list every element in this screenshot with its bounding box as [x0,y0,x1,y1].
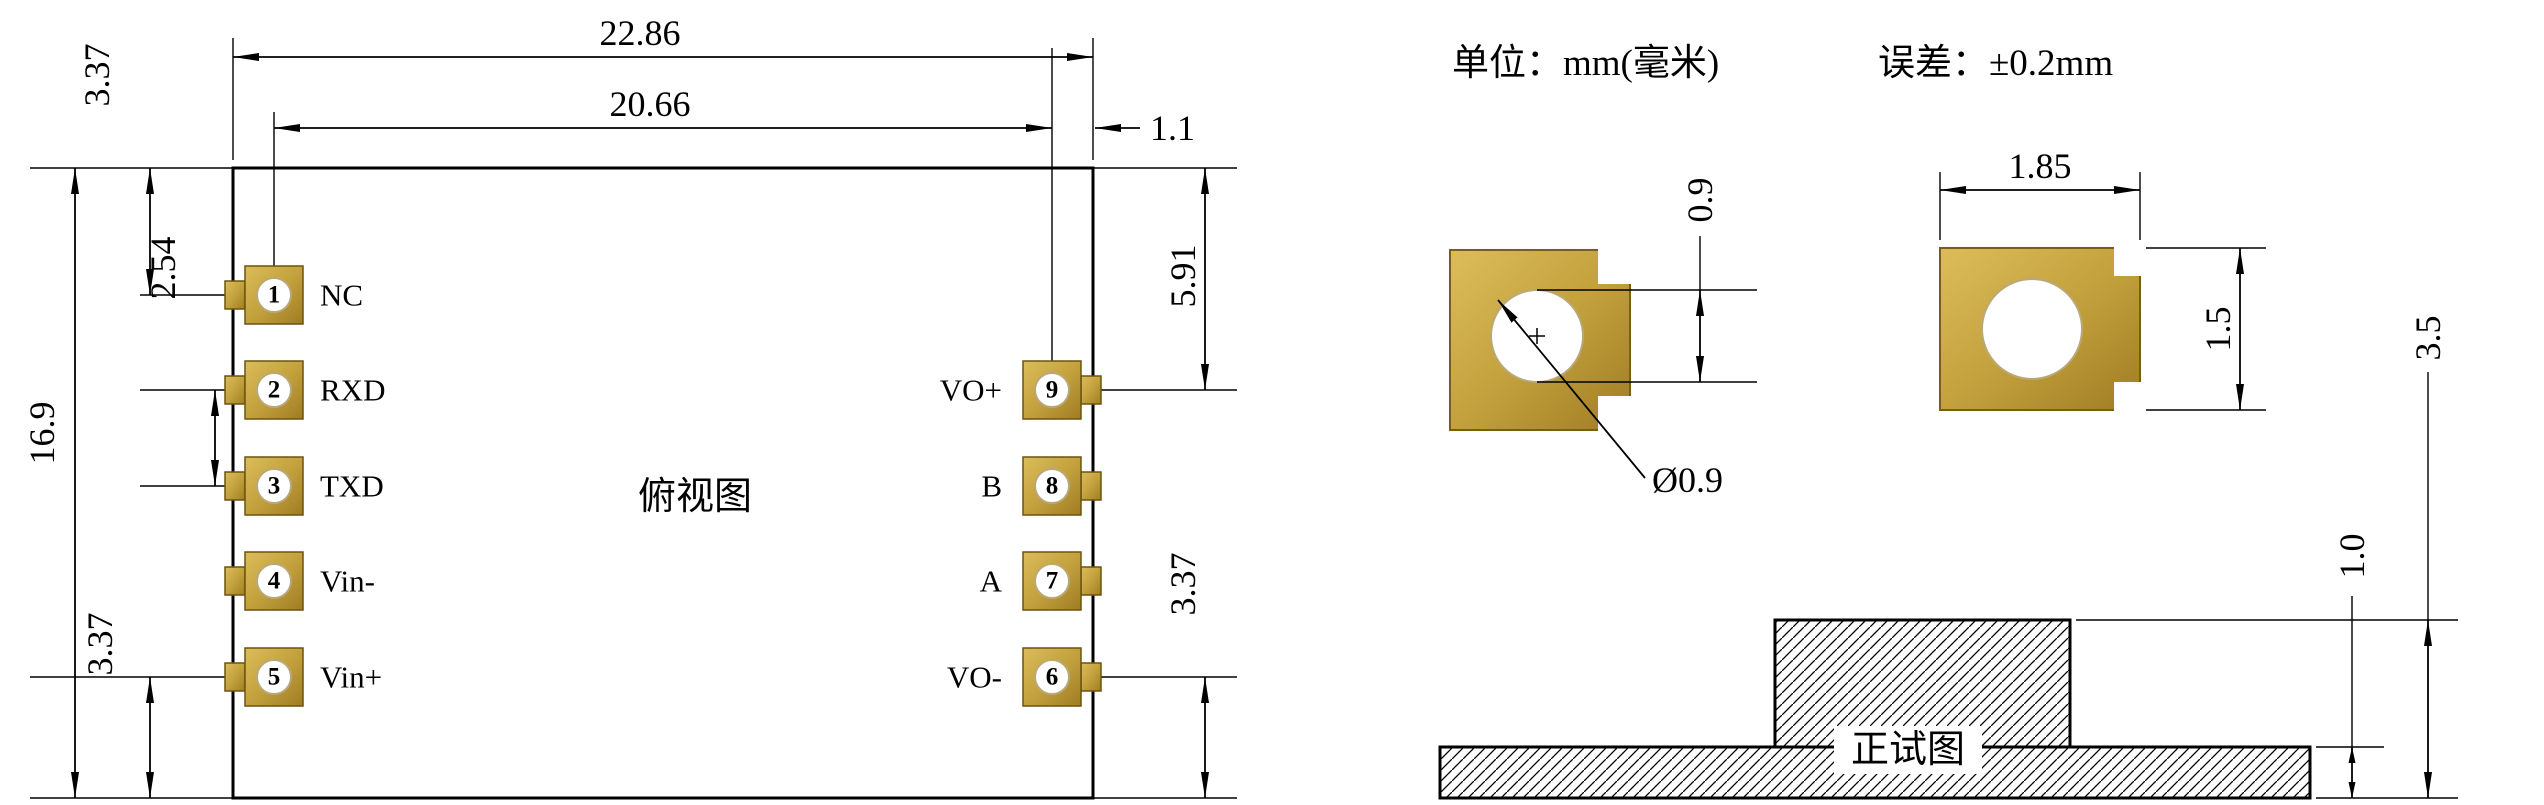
pin-7-label: A [980,564,1003,599]
dim-pin5-to-bottom-value: 3.37 [80,613,120,676]
dim-top-to-pin1-value: 3.37 [77,44,117,107]
dim-top-to-pin1: 3.37 [77,44,154,295]
pin-5-hole [256,659,292,695]
pin-5-castellation [224,662,246,692]
pin-6-label: VO- [947,660,1002,695]
pin-1-number: 1 [268,282,281,309]
pin-6-castellation [1080,662,1102,692]
side-view-title-background [1834,726,1982,774]
pin-2-hole [256,372,292,408]
pin-3-castellation [224,471,246,501]
pin-1-castellation [224,280,246,310]
side-view-title: 正试图 [1851,729,1965,771]
pin-3: 3 TXD [224,456,384,516]
pad-detail-size: 1.85 1.5 [1939,146,2266,412]
dim-pin6-to-bottom: 3.37 [1163,553,1209,798]
side-view-extension-lines [2076,372,2458,799]
dim-pin6-to-bottom-value: 3.37 [1163,553,1203,616]
pin-8: 8 B [981,456,1102,516]
dim-edge-offset-value: 1.1 [1150,108,1195,148]
dim-pin-span-value: 20.66 [610,84,691,124]
pin-4-hole [256,563,292,599]
pin-8-hole [1034,468,1070,504]
dim-hole-height: 0.9 [1680,178,1720,382]
dim-pad-width-value: 1.85 [2009,146,2072,186]
pin-4-number: 4 [268,568,281,595]
dim-base-thickness: 1.0 [2332,534,2372,798]
top-view-title: 俯视图 [638,476,752,518]
pad-size-extension-lines [1939,172,2266,411]
pin-4-label: Vin- [320,564,375,599]
pin-4: 4 Vin- [224,551,375,611]
dim-pin-pitch: 2.54 [143,237,219,486]
pin-1-pad [244,265,304,325]
detail-pad-2-notch-bottom [2114,382,2142,412]
pin-7: 7 A [980,551,1102,611]
dim-hole-height-value: 0.9 [1680,178,1720,223]
pin-1-label: NC [320,278,363,313]
pin-1-hole [256,277,292,313]
pin-8-number: 8 [1046,473,1059,500]
dim-overall-height-value: 16.9 [22,402,62,465]
module-outline [231,166,1095,800]
pin-8-label: B [981,469,1002,504]
pin-1: 1 NC [224,265,363,325]
pin-5: 5 Vin+ [224,647,382,707]
pin-2: 2 RXD [224,360,385,420]
pin-6-number: 6 [1046,664,1059,691]
pin-5-number: 5 [268,664,281,691]
pin-9: 9 VO+ [940,360,1102,420]
dim-top-to-pin9: 5.91 [1163,168,1209,390]
pin-6-hole [1034,659,1070,695]
pin-7-number: 7 [1046,568,1059,595]
pin-2-number: 2 [268,377,281,404]
pin-9-castellation [1080,375,1102,405]
dim-pad-width: 1.85 [1940,146,2140,194]
side-view: 正试图 3.5 1.0 [1438,316,2458,800]
pin-2-label: RXD [320,373,385,408]
dim-overall-height: 16.9 [22,168,79,798]
pin-3-number: 3 [268,473,281,500]
dim-pin-pitch-value: 2.54 [143,237,183,300]
dim-total-height-value: 3.5 [2408,316,2448,361]
dim-total-height: 3.5 [2408,316,2448,798]
hole-extension-lines [1537,236,1757,383]
side-view-block [1773,618,2072,749]
pad-detail-hole: 0.9 Ø0.9 [1449,178,1757,500]
dim-pin-column-span: 20.66 [274,84,1052,132]
pin-6: 6 VO- [947,647,1102,707]
pin-2-castellation [224,375,246,405]
dim-hole-diameter: Ø0.9 [1497,299,1723,500]
pin-3-label: TXD [320,469,384,504]
dim-base-thickness-value: 1.0 [2332,534,2372,579]
pin-9-number: 9 [1046,377,1059,404]
notes: 单位：mm(毫米) 误差：±0.2mm [1452,42,2113,84]
dim-hole-diameter-value: Ø0.9 [1652,460,1723,500]
detail-pad-1-notch-bottom [1598,396,1632,432]
dim-pad-height-value: 1.5 [2198,307,2238,352]
detail-pad-2-notch-top [2114,246,2142,276]
pin-3-hole [256,468,292,504]
pin-7-castellation [1080,566,1102,596]
pin-4-castellation [224,566,246,596]
extension-lines [30,38,1237,799]
hole-center-cross [1529,328,1545,344]
dim-top-to-pin9-value: 5.91 [1163,245,1203,308]
pin-9-hole [1034,372,1070,408]
dim-overall-width: 22.86 [233,13,1093,61]
dim-overall-width-value: 22.86 [600,13,681,53]
dim-pin5-to-bottom: 3.37 [80,613,154,798]
pin-8-castellation [1080,471,1102,501]
detail-pad-2-hole [1981,278,2083,380]
dim-pad-height: 1.5 [2198,248,2244,410]
tolerance-label: 误差：±0.2mm [1878,42,2113,84]
pin-7-hole [1034,563,1070,599]
unit-label: 单位：mm(毫米) [1452,42,1719,84]
pin-9-label: VO+ [940,373,1002,408]
dim-pin-column-to-edge: 1.1 [1095,108,1195,148]
top-view: 22.86 20.66 1.1 3.37 2.54 16.9 3.37 [22,13,1237,800]
pin-5-label: Vin+ [320,660,382,695]
detail-pad-1-notch-top [1598,248,1632,284]
